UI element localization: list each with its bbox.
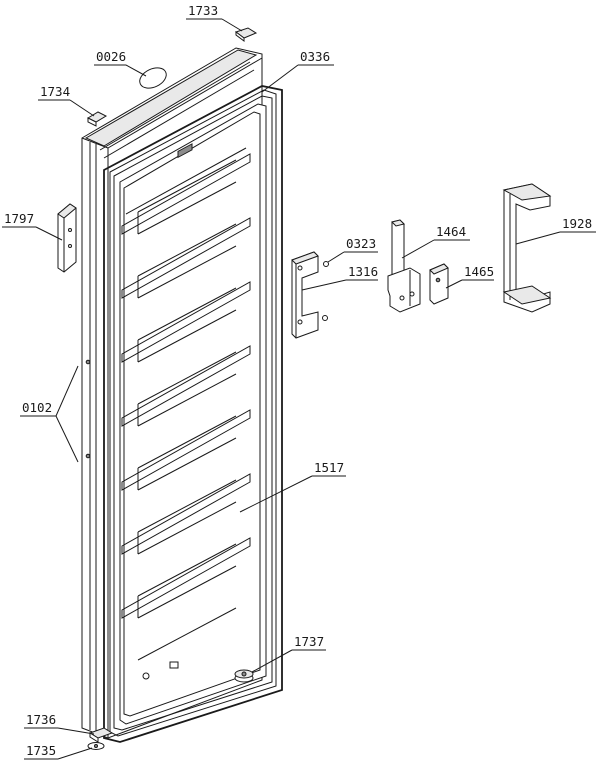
label-1464: 1464 <box>436 224 466 239</box>
label-1316: 1316 <box>348 264 378 279</box>
part-0026-plate <box>139 67 167 89</box>
door-shelves <box>121 147 251 680</box>
side-screws <box>85 359 91 459</box>
label-0102: 0102 <box>22 400 52 415</box>
part-1736-bottom-hinge <box>88 727 114 743</box>
leader-lines <box>2 18 596 760</box>
part-1735-washer <box>87 742 105 750</box>
label-1733: 1733 <box>188 3 218 18</box>
part-1737-hinge-foot <box>234 669 254 683</box>
label-1737: 1737 <box>294 634 324 649</box>
label-1736: 1736 <box>26 712 56 727</box>
part-1797-bracket <box>57 203 77 273</box>
part-1928-long-handle <box>502 183 552 313</box>
part-1734-cap <box>86 111 108 127</box>
part-1733-top-cap <box>234 27 258 42</box>
part-0323-washer <box>323 261 329 267</box>
label-1928: 1928 <box>562 216 592 231</box>
part-1464-hinge <box>387 219 421 313</box>
label-1735: 1735 <box>26 743 56 758</box>
label-1465: 1465 <box>464 264 494 279</box>
label-0323: 0323 <box>346 236 376 251</box>
label-0026: 0026 <box>96 49 126 64</box>
part-1316-handle <box>291 251 319 339</box>
label-1517: 1517 <box>314 460 344 475</box>
label-1734: 1734 <box>40 84 70 99</box>
label-1797: 1797 <box>4 211 34 226</box>
part-0323-washer-lower <box>322 315 328 321</box>
part-1465-plate <box>429 263 449 305</box>
part-labels: 1733 0026 0336 1734 1797 0323 1464 1928 … <box>4 3 592 758</box>
label-0336: 0336 <box>300 49 330 64</box>
